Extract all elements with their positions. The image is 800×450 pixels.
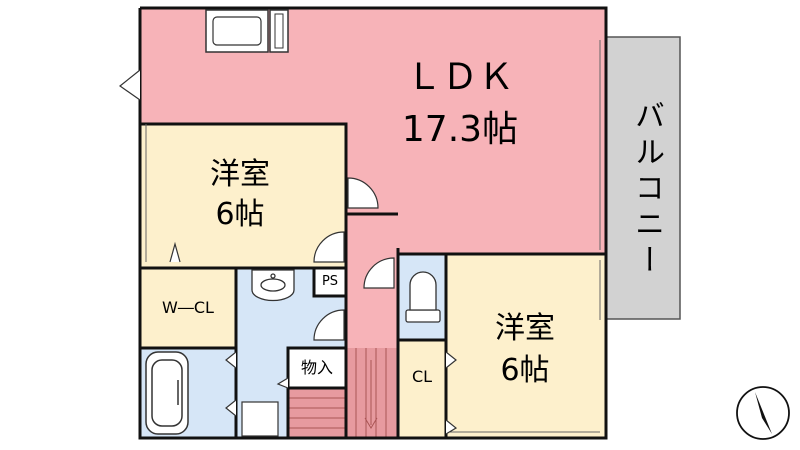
balcony-label: バルコニー	[629, 100, 664, 280]
walk-in-closet-floor	[140, 268, 236, 348]
closet-floor	[398, 340, 446, 438]
toilet-icon	[405, 271, 441, 323]
western-room-2-size: 6帖	[500, 353, 550, 388]
western-room-1-size: 6帖	[215, 197, 265, 232]
ldk-size: 17.3帖	[401, 109, 519, 150]
storage-label: 物入	[300, 358, 333, 377]
storage-floor	[288, 348, 346, 388]
entrance-door	[118, 69, 141, 101]
washing-machine-space	[241, 401, 279, 437]
door-swings	[313, 177, 395, 341]
walls	[138, 6, 608, 440]
western-room-2-name: 洋室	[495, 311, 555, 346]
western-room-2-floor	[446, 254, 606, 438]
kitchen-sink-icon	[205, 9, 289, 53]
walk-in-closet-label: W―CL	[162, 298, 214, 317]
ps-floor	[314, 268, 346, 296]
windows	[145, 40, 601, 433]
stairs	[288, 348, 398, 438]
bathtub-icon	[145, 351, 189, 435]
western-room-1-name: 洋室	[210, 157, 270, 192]
sliding-doors	[169, 241, 458, 435]
balcony	[605, 36, 681, 320]
ldk-name: ＬＤＫ	[405, 57, 514, 98]
closet-label: CL	[411, 367, 433, 386]
north-arrow-icon	[736, 386, 790, 440]
ps-label: PS	[321, 274, 339, 289]
western-room-1-floor	[140, 124, 346, 268]
washbasin-icon	[251, 269, 295, 302]
